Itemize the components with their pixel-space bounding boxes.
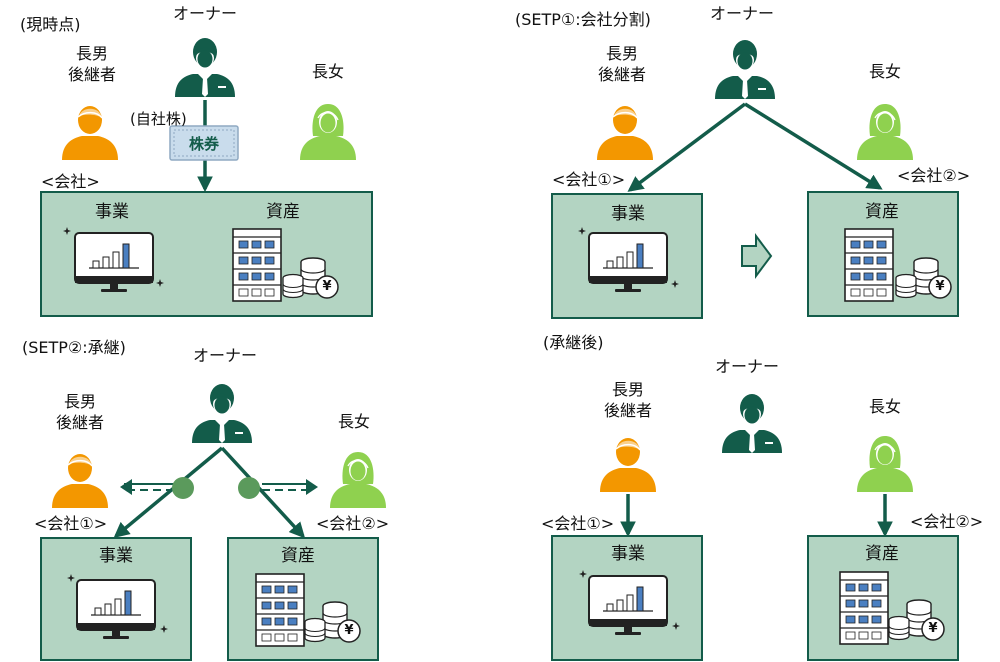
building-icon [844, 228, 894, 302]
panel-after [551, 393, 959, 661]
caption-split: (SETP①:会社分割) [515, 10, 651, 29]
yen-symbol: ¥ [935, 279, 945, 294]
son-label-line1: 長男 [611, 380, 645, 399]
business-label: 事業 [611, 544, 645, 564]
yen-symbol: ¥ [928, 621, 938, 636]
assets-label: 資産 [281, 546, 315, 566]
caption-after: (承継後) [543, 333, 604, 352]
owner-label: オーナー [709, 4, 775, 23]
panel-succession [40, 383, 387, 661]
caption-succession: (SETP②:承継) [22, 338, 126, 357]
daughter-label: 長女 [868, 397, 902, 416]
company2-label: <会社②> [897, 166, 971, 185]
daughter-icon [856, 435, 914, 493]
business-label: 事業 [95, 202, 129, 222]
panel-current [40, 37, 373, 317]
daughter-icon [299, 103, 357, 161]
share-node [238, 477, 260, 499]
daughter-label: 長女 [868, 62, 902, 81]
panel-split [551, 39, 959, 319]
owner-icon [191, 383, 253, 444]
son-label-line1: 長男 [75, 44, 109, 63]
daughter-icon [856, 103, 914, 161]
company2-label: <会社②> [316, 514, 390, 533]
owner-label: オーナー [192, 346, 258, 365]
son-icon [61, 105, 119, 161]
son-label-line2: 後継者 [55, 413, 105, 432]
stock-label: (自社株) [130, 110, 187, 128]
building-icon [255, 573, 305, 647]
company2-label: <会社②> [910, 512, 984, 531]
yen-symbol: ¥ [344, 623, 354, 638]
caption-current: (現時点) [20, 15, 81, 34]
share-node [172, 477, 194, 499]
business-monitor-icon [588, 575, 668, 636]
son-label-line1: 長男 [63, 392, 97, 411]
owner-label: オーナー [714, 357, 780, 376]
company1-label: <会社①> [34, 514, 108, 533]
owner-icon [174, 37, 236, 98]
owner-icon [721, 393, 783, 454]
assets-label: 資産 [865, 544, 899, 564]
assets-label: 資産 [266, 202, 300, 222]
son-label-line2: 後継者 [67, 65, 117, 84]
business-label: 事業 [611, 204, 645, 224]
assets-label: 資産 [865, 202, 899, 222]
daughter-label: 長女 [311, 62, 345, 81]
business-monitor-icon [76, 579, 156, 640]
building-icon [232, 228, 282, 302]
business-monitor-icon [588, 232, 668, 293]
business-monitor-icon [74, 232, 154, 293]
son-icon [599, 437, 657, 493]
business-label: 事業 [99, 546, 133, 566]
building-icon [839, 571, 889, 645]
son-icon [596, 105, 654, 161]
yen-symbol: ¥ [322, 279, 332, 294]
daughter-icon [329, 451, 387, 509]
share-transfer-dashed-arrows [120, 479, 318, 495]
son-label-line2: 後継者 [603, 401, 653, 420]
stock-certificate-icon [169, 125, 239, 161]
transfer-arrow-icon [741, 233, 773, 279]
stock-certificate-text: 株券 [188, 135, 220, 153]
company1-label: <会社①> [541, 514, 615, 533]
son-label-line2: 後継者 [597, 65, 647, 84]
company1-label: <会社①> [552, 170, 626, 189]
owner-label: オーナー [172, 4, 238, 23]
daughter-label: 長女 [337, 412, 371, 431]
company-label: <会社> [41, 172, 100, 191]
owner-icon [714, 39, 776, 100]
son-label-line1: 長男 [605, 44, 639, 63]
son-icon [51, 453, 109, 509]
